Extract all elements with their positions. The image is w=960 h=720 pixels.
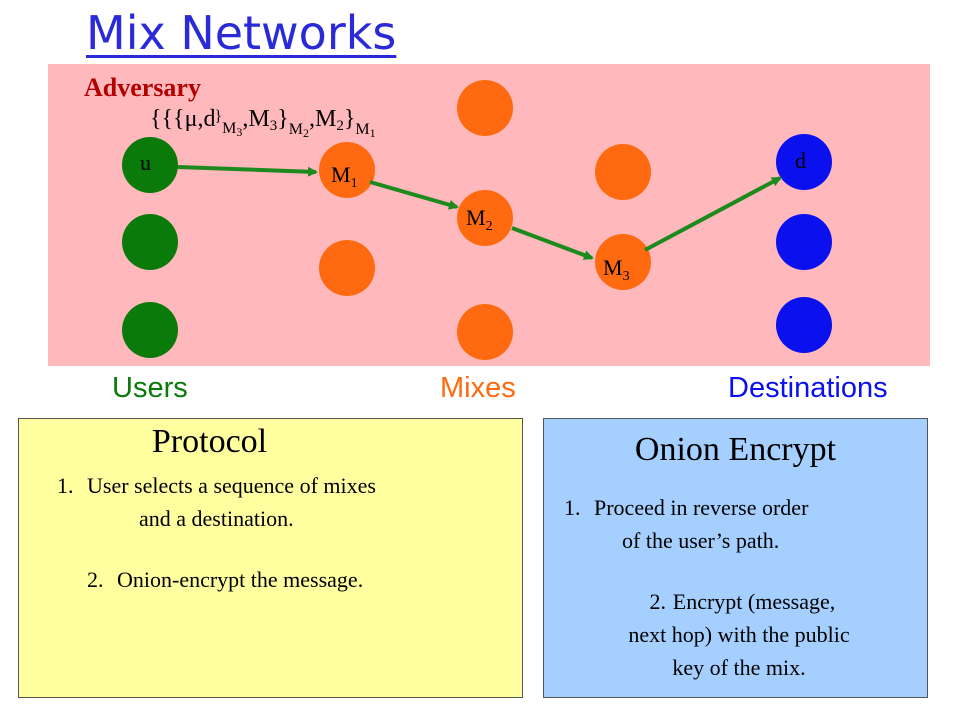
mix-node-m1 xyxy=(319,142,375,198)
mix-node xyxy=(457,80,513,136)
user-node xyxy=(122,302,178,358)
destination-node xyxy=(776,297,832,353)
mix-network-diagram: Adversary {{{μ,d}M3,M3}M2,M2}M1 u d M1 M… xyxy=(48,64,930,366)
protocol-step-1: 1. User selects a sequence of mixes and a… xyxy=(57,469,527,535)
onion-step-1: 1. Proceed in reverse order of the user’s… xyxy=(564,491,924,557)
onion-message-close-m2: } xyxy=(344,106,356,132)
onion-message-sub-m3-idx: 3 xyxy=(236,125,242,139)
onion-message-sub-m2: M xyxy=(289,121,303,138)
protocol-title: Protocol xyxy=(151,423,268,460)
onion-message-m2-idx: 2 xyxy=(336,118,344,134)
mix-node-m3 xyxy=(595,234,651,290)
protocol-panel: Protocol 1. User selects a sequence of mi… xyxy=(18,418,523,698)
onion-message-m2: ,M xyxy=(309,106,336,132)
onion-message-m3-idx: 3 xyxy=(270,118,278,134)
user-node-u xyxy=(122,137,178,193)
mix-node xyxy=(457,304,513,360)
onion-message-m3: ,M xyxy=(242,106,269,132)
mix-node-label-m1: M1 xyxy=(331,162,358,191)
mix-node xyxy=(595,144,651,200)
onion-message-dest: ,d xyxy=(197,106,215,132)
protocol-step-1-line1: User selects a sequence of mixes xyxy=(87,473,376,498)
user-node-label: u xyxy=(140,150,151,175)
onion-step-1-number: 1. xyxy=(564,495,581,520)
adversary-label: Adversary xyxy=(84,73,201,102)
mix-node xyxy=(319,240,375,296)
mixes-column-label: Mixes xyxy=(440,372,516,404)
protocol-step-2-line1: Onion-encrypt the message. xyxy=(117,567,364,592)
onion-step-2-number: 2. xyxy=(649,589,667,614)
path-arrow-u-m1 xyxy=(177,165,318,177)
onion-message-sub-m1-idx: 1 xyxy=(370,126,376,140)
onion-step-2-line3: key of the mix. xyxy=(672,655,806,680)
destination-node-d xyxy=(776,134,832,190)
mix-node-m2 xyxy=(457,190,513,246)
destinations-column-label: Destinations xyxy=(728,372,888,404)
onion-step-2-line2: next hop) with the public xyxy=(628,622,850,647)
destination-node xyxy=(776,214,832,270)
onion-message-braces: {{{ xyxy=(150,106,185,132)
protocol-step-1-number: 1. xyxy=(57,473,74,498)
onion-message-sub-m3: M xyxy=(222,120,236,137)
onion-message-key-m3: } xyxy=(214,108,222,125)
path-arrow-m3-d xyxy=(644,176,782,252)
destination-node-label: d xyxy=(795,148,806,173)
onion-step-1-line2: of the user’s path. xyxy=(622,528,780,553)
path-arrow-m1-m2 xyxy=(369,180,459,210)
onion-step-1-line1: Proceed in reverse order xyxy=(594,495,809,520)
protocol-step-2: 2. Onion-encrypt the message. xyxy=(87,563,517,596)
mix-node-label-m3: M3 xyxy=(603,255,630,284)
onion-message-sub-m2-idx: 2 xyxy=(303,126,309,140)
onion-step-2: 2.Encrypt (message, next hop) with the p… xyxy=(554,585,924,684)
users-column-label: Users xyxy=(112,372,188,404)
slide-title: Mix Networks xyxy=(86,6,397,60)
onion-encrypt-title: Onion Encrypt xyxy=(634,431,837,468)
mix-node-label-m2: M2 xyxy=(466,205,493,234)
onion-message-mu: μ xyxy=(185,106,198,132)
path-arrow-m2-m3 xyxy=(511,226,594,260)
onion-step-2-line1: Encrypt (message, xyxy=(672,589,836,614)
protocol-step-2-number: 2. xyxy=(87,567,104,592)
onion-encrypt-panel: Onion Encrypt 1. Proceed in reverse order… xyxy=(543,418,928,698)
user-node xyxy=(122,214,178,270)
onion-message-close-m3: } xyxy=(277,106,289,132)
onion-message-label: {{{μ,d}M3,M3}M2,M2}M1 xyxy=(150,106,376,140)
protocol-step-1-line2: and a destination. xyxy=(139,506,294,531)
onion-message-sub-m1: M xyxy=(355,121,369,138)
